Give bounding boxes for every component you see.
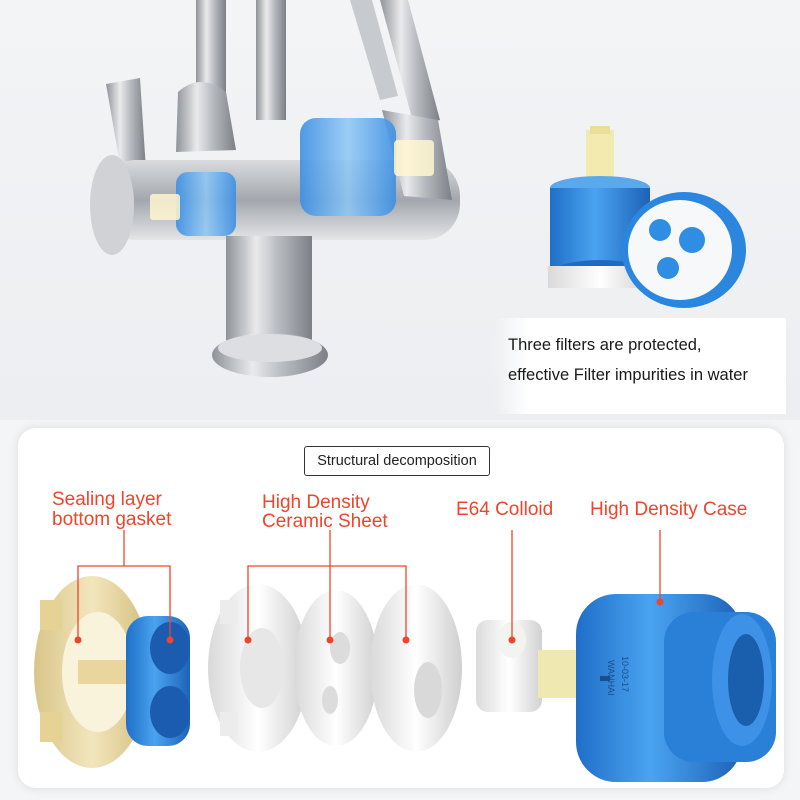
blue-bottom-piece xyxy=(126,616,190,746)
exploded-parts: WANHAI 10-03-17 xyxy=(34,576,776,782)
caption-line-2: effective Filter impurities in water xyxy=(508,366,748,384)
label-colloid: E64 Colloid xyxy=(456,499,554,520)
case-brand-mark: WANHAI xyxy=(606,660,616,696)
label-sealing-line1: Sealing layer xyxy=(52,489,162,510)
e64-colloid xyxy=(476,620,578,712)
caption-line-1: Three filters are protected, xyxy=(508,336,702,354)
case-code-mark: 10-03-17 xyxy=(620,656,630,692)
callout-dots xyxy=(74,598,664,644)
label-case: High Density Case xyxy=(590,499,748,520)
label-ceramic-line2: Ceramic Sheet xyxy=(262,511,388,532)
ceramic-disc-2 xyxy=(294,590,378,746)
faucet-illustration xyxy=(90,0,460,377)
label-sealing-line2: bottom gasket xyxy=(52,509,172,530)
ceramic-disc-1 xyxy=(208,584,308,752)
caption-box xyxy=(494,318,786,414)
label-ceramic-line1: High Density xyxy=(262,492,370,513)
high-density-case: WANHAI 10-03-17 xyxy=(576,594,776,782)
callout-lines xyxy=(77,530,661,640)
cartridge-photo xyxy=(548,126,746,308)
ceramic-disc-3 xyxy=(370,584,462,752)
diagram-title: Structural decomposition xyxy=(304,446,490,476)
